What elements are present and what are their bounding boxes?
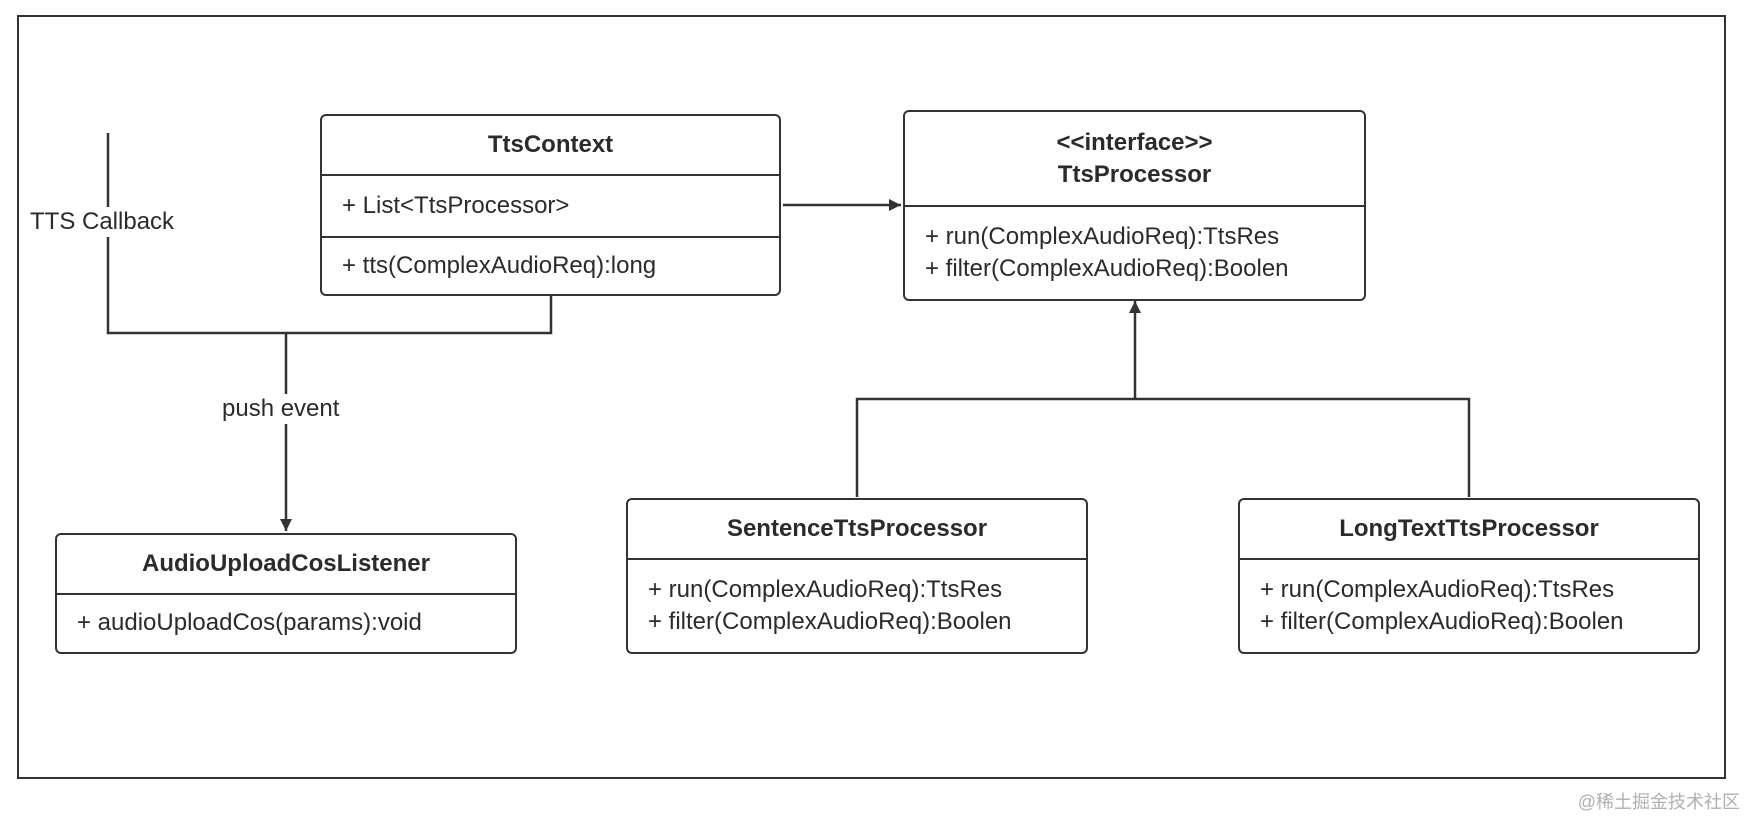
class-sentence-tts-processor[interactable]: SentenceTtsProcessor + run(ComplexAudioR… <box>626 498 1088 654</box>
method: + run(ComplexAudioReq):TtsRes <box>1260 575 1615 603</box>
inheritance-longtext-line <box>1135 397 1471 497</box>
watermark: @稀土掘金技术社区 <box>1577 792 1740 812</box>
push-event-label: push event <box>222 394 340 424</box>
class-name: AudioUploadCosListener <box>141 550 430 577</box>
methods-section: + run(ComplexAudioReq):TtsRes + filter(C… <box>905 207 1364 298</box>
stereotype: <<interface>> <box>1056 128 1213 156</box>
methods-section: + run(ComplexAudioReq):TtsRes + filter(C… <box>628 560 1086 651</box>
method: + filter(ComplexAudioReq):Boolen <box>648 607 1012 635</box>
method: + run(ComplexAudioReq):TtsRes <box>925 222 1280 250</box>
method: + run(ComplexAudioReq):TtsRes <box>648 575 1003 603</box>
diagram-frame <box>17 15 1726 779</box>
method: + filter(ComplexAudioReq):Boolen <box>1260 607 1624 635</box>
methods-section: + audioUploadCos(params):void <box>57 595 515 651</box>
class-header: AudioUploadCosListener <box>57 535 515 595</box>
class-header: <<interface>> TtsProcessor <box>905 112 1364 207</box>
methods-section: + tts(ComplexAudioReq):long <box>322 236 779 293</box>
class-audio-upload-cos-listener[interactable]: AudioUploadCosListener + audioUploadCos(… <box>55 533 517 654</box>
class-name: TtsProcessor <box>1057 160 1212 188</box>
class-name: TtsContext <box>487 131 614 158</box>
class-tts-context[interactable]: TtsContext + List<TtsProcessor> + tts(Co… <box>320 114 781 296</box>
methods-section: + run(ComplexAudioReq):TtsRes + filter(C… <box>1240 560 1698 651</box>
class-header: LongTextTtsProcessor <box>1240 500 1698 560</box>
attribute: + List<TtsProcessor> <box>342 192 570 219</box>
class-header: TtsContext <box>322 116 779 176</box>
tts-callback-label: TTS Callback <box>30 207 175 237</box>
method: + audioUploadCos(params):void <box>77 609 422 636</box>
class-tts-processor[interactable]: <<interface>> TtsProcessor + run(Complex… <box>903 110 1366 301</box>
class-name: SentenceTtsProcessor <box>726 515 988 542</box>
method: + filter(ComplexAudioReq):Boolen <box>925 254 1289 282</box>
attributes-section: + List<TtsProcessor> <box>322 176 779 236</box>
class-long-text-tts-processor[interactable]: LongTextTtsProcessor + run(ComplexAudioR… <box>1238 498 1700 654</box>
class-header: SentenceTtsProcessor <box>628 500 1086 560</box>
class-name: LongTextTtsProcessor <box>1339 515 1599 542</box>
inheritance-sentence-line <box>855 397 1135 497</box>
method: + tts(ComplexAudioReq):long <box>342 251 657 279</box>
